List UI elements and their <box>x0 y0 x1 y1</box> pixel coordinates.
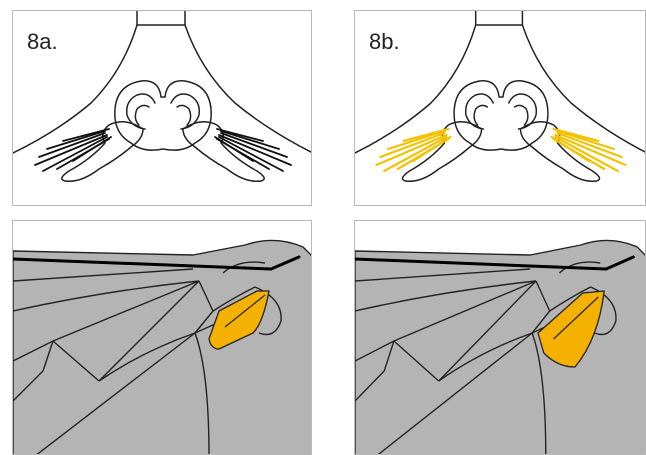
bristles-8a <box>35 129 291 171</box>
panel-8b-wing <box>354 220 646 455</box>
panel-8b-body: 8b. <box>354 10 646 206</box>
wing-body-8a <box>13 240 312 455</box>
panel-8a-wing <box>12 220 312 455</box>
body-illustration-8b <box>355 11 646 206</box>
bristles-8b-highlighted <box>376 129 625 171</box>
wing-illustration-8b <box>355 221 646 455</box>
wing-body-8b <box>355 240 646 455</box>
wing-illustration-8a <box>13 221 312 455</box>
panel-8a-body: 8a. <box>12 10 312 206</box>
body-illustration-8a <box>13 11 312 206</box>
